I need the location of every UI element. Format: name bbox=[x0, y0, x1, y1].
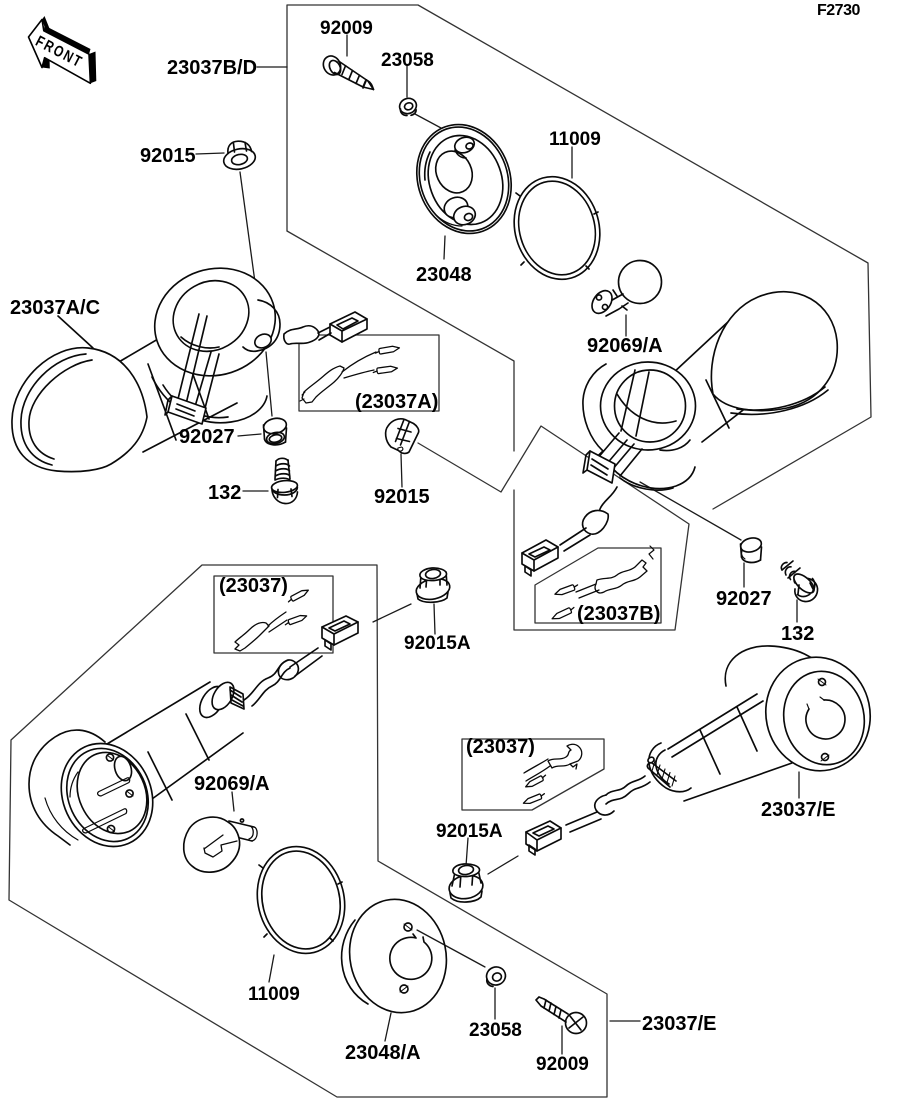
svg-text:92015: 92015 bbox=[140, 145, 196, 167]
svg-text:92069/A: 92069/A bbox=[587, 335, 663, 357]
svg-text:23058: 23058 bbox=[469, 1020, 522, 1041]
svg-text:92027: 92027 bbox=[716, 588, 772, 610]
svg-text:92027: 92027 bbox=[179, 426, 235, 448]
svg-text:23048: 23048 bbox=[416, 264, 472, 286]
svg-text:(23037): (23037) bbox=[466, 736, 535, 758]
svg-text:92015A: 92015A bbox=[436, 821, 503, 842]
svg-text:92015: 92015 bbox=[374, 486, 430, 508]
svg-text:(23037B): (23037B) bbox=[577, 603, 660, 625]
svg-text:(23037): (23037) bbox=[219, 575, 288, 597]
svg-text:23037B/D: 23037B/D bbox=[167, 57, 257, 79]
svg-text:92009: 92009 bbox=[320, 18, 373, 39]
svg-text:11009: 11009 bbox=[248, 984, 300, 1005]
svg-text:11009: 11009 bbox=[549, 129, 601, 150]
svg-text:23048/A: 23048/A bbox=[345, 1042, 421, 1064]
svg-text:F2730: F2730 bbox=[817, 2, 860, 19]
svg-text:23037/E: 23037/E bbox=[761, 799, 836, 821]
svg-text:23058: 23058 bbox=[381, 50, 434, 71]
svg-text:23037/E: 23037/E bbox=[642, 1013, 717, 1035]
svg-text:92009: 92009 bbox=[536, 1054, 589, 1075]
svg-text:92015A: 92015A bbox=[404, 633, 471, 654]
svg-text:23037A/C: 23037A/C bbox=[10, 297, 100, 319]
svg-text:(23037A): (23037A) bbox=[355, 391, 438, 413]
svg-text:132: 132 bbox=[208, 482, 241, 504]
svg-text:132: 132 bbox=[781, 623, 814, 645]
svg-text:92069/A: 92069/A bbox=[194, 773, 270, 795]
